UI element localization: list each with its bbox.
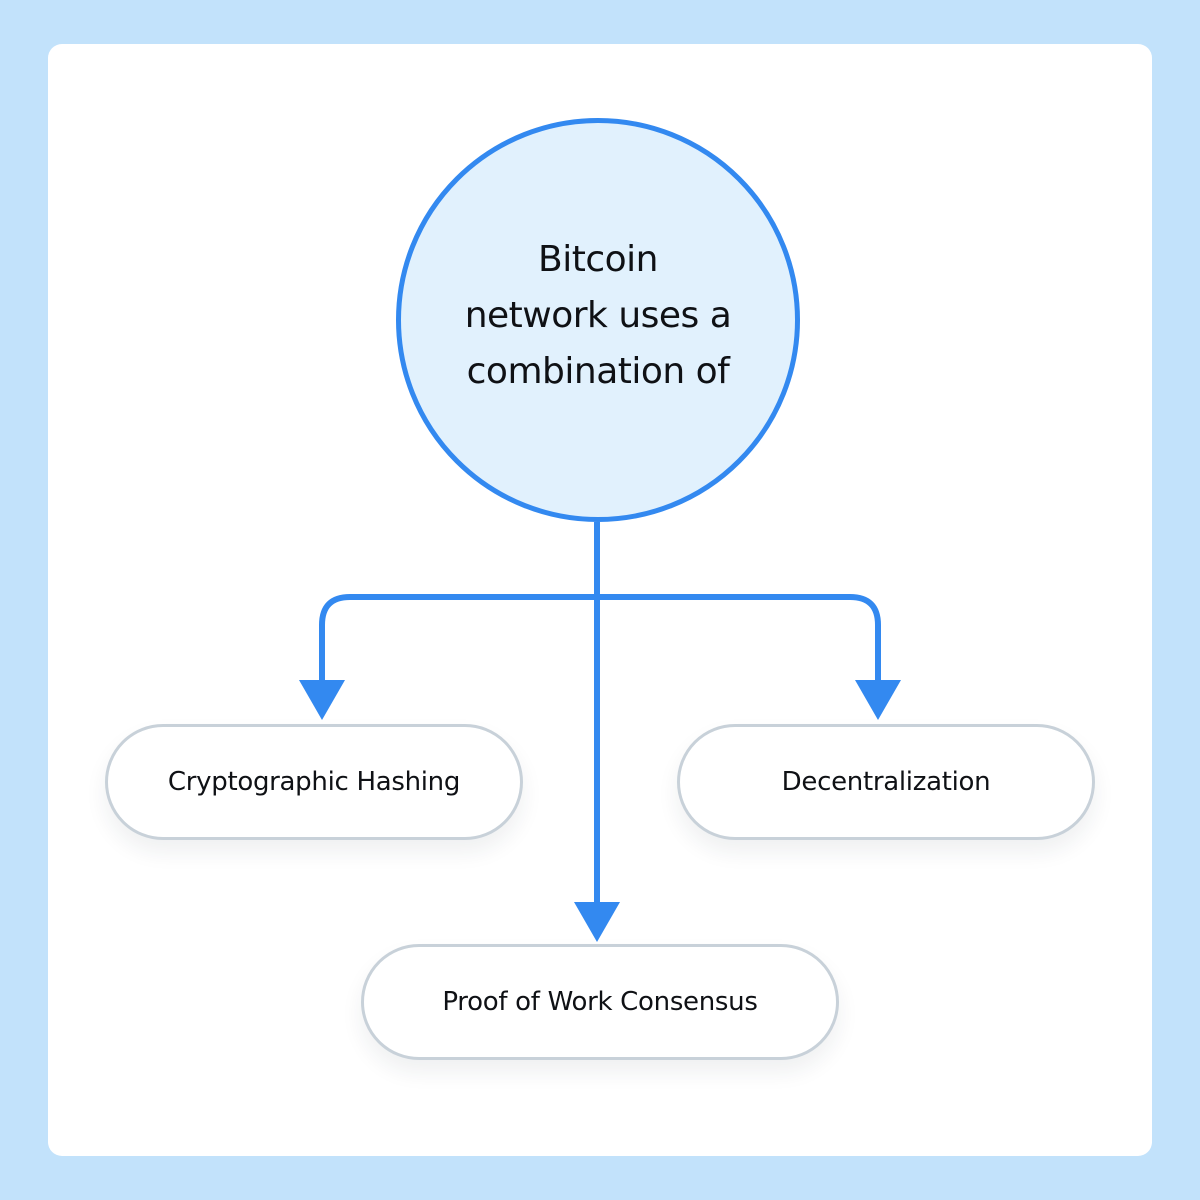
connector-right-branch xyxy=(597,594,881,684)
node-label: Proof of Work Consensus xyxy=(442,987,758,1017)
node-proof-of-work-consensus: Proof of Work Consensus xyxy=(361,944,839,1060)
center-line-1: Bitcoin xyxy=(538,239,658,280)
node-decentralization: Decentralization xyxy=(677,724,1095,840)
center-concept-text: Bitcoin network uses a combination of xyxy=(433,232,763,400)
node-cryptographic-hashing: Cryptographic Hashing xyxy=(105,724,523,840)
center-line-2: network uses a xyxy=(464,295,732,336)
center-line-3: combination of xyxy=(466,351,730,392)
node-label: Cryptographic Hashing xyxy=(167,767,461,797)
arrowhead-left xyxy=(299,680,345,720)
connector-left-branch xyxy=(319,594,597,684)
center-concept-circle: Bitcoin network uses a combination of xyxy=(396,118,800,522)
arrowhead-right xyxy=(855,680,901,720)
node-label: Decentralization xyxy=(781,767,991,797)
arrowhead-center xyxy=(574,902,620,942)
